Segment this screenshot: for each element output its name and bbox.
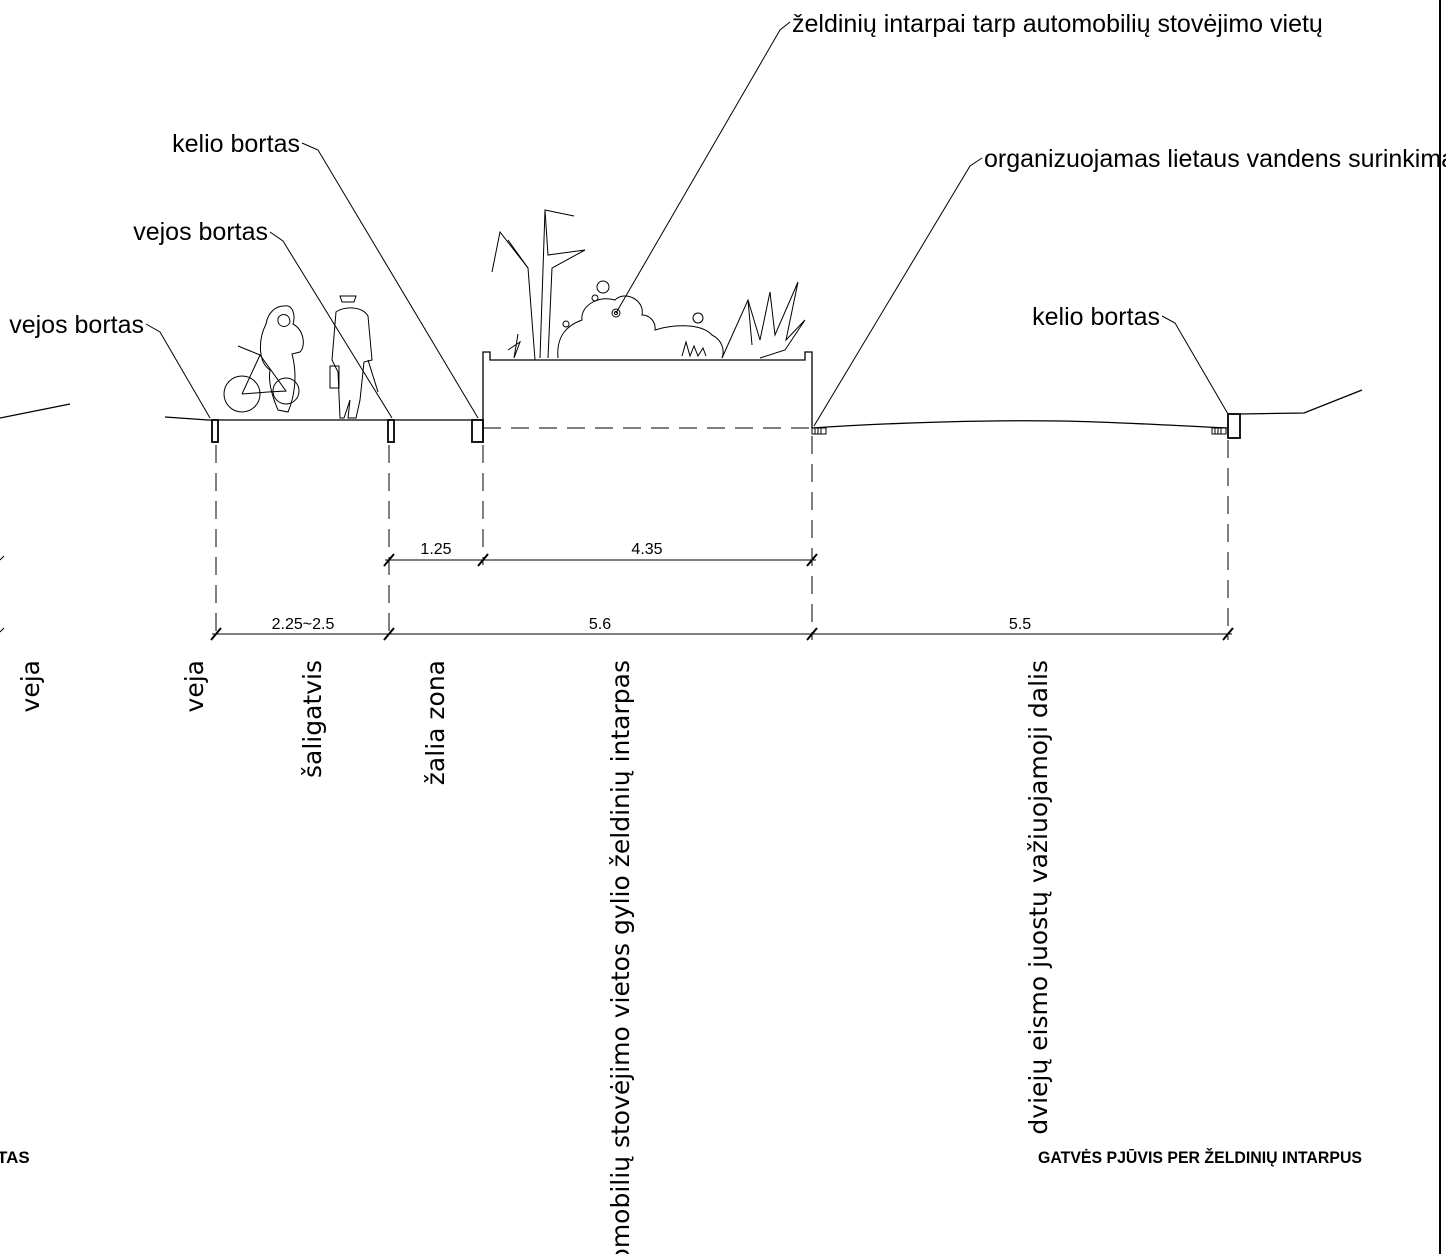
lawn-curb-left — [211, 419, 219, 443]
callout-lawn-curb-mid: vejos bortas — [133, 218, 268, 246]
road-curb-left — [471, 419, 484, 443]
zone-label-sidewalk: šaligatvis — [298, 660, 327, 778]
dimension-line-upper — [383, 553, 818, 567]
tick-far-left-1 — [0, 555, 5, 561]
callout-rainwater: organizuojamas lietaus vandens surinkima… — [984, 145, 1446, 173]
planted-vegetation — [491, 209, 806, 361]
zone-label-lawn: veja — [180, 660, 209, 712]
zone-label-lawn-far-left: veja — [16, 660, 45, 712]
callout-leaders — [145, 21, 1229, 427]
ground-line-far-left — [0, 403, 71, 419]
title-section: GATVĖS PJŪVIS PER ŽELDINIŲ INTARPUS — [1038, 1148, 1362, 1167]
dimension-green-plus-parking: 5.6 — [589, 616, 611, 633]
greenery-planter — [482, 351, 813, 442]
road-curb-right — [1227, 413, 1241, 439]
pedestrian-figure — [329, 295, 379, 419]
zone-label-green-zone: žalia zona — [421, 660, 450, 785]
zone-label-carriageway: dviejų eismo juostų važiuojamoji dalis — [1024, 660, 1053, 1135]
title-left-cropped: TAS — [0, 1148, 30, 1167]
zone-label-parking-insert: automobilių stovėjimo vietos gylio želdi… — [606, 660, 635, 1254]
dimension-green-zone: 1.25 — [420, 541, 451, 558]
callout-road-curb-left: kelio bortas — [172, 130, 300, 158]
extension-lines — [215, 436, 1229, 640]
callout-greenery-inserts: želdinių intarpai tarp automobilių stovė… — [792, 10, 1323, 38]
lawn-curb-mid — [387, 419, 395, 443]
callout-road-curb-right: kelio bortas — [1032, 303, 1160, 331]
dimension-sidewalk: 2.25~2.5 — [272, 616, 335, 633]
ground-line-right — [1239, 389, 1363, 415]
callout-lawn-curb-left: vejos bortas — [9, 311, 144, 339]
tick-far-left-2 — [0, 627, 5, 633]
dimension-carriageway: 5.5 — [1009, 616, 1031, 633]
dimension-line-lower — [210, 627, 1234, 641]
carriageway-surface — [811, 420, 1229, 435]
cyclist-figure — [223, 305, 304, 413]
dimension-parking-insert: 4.35 — [631, 541, 662, 558]
